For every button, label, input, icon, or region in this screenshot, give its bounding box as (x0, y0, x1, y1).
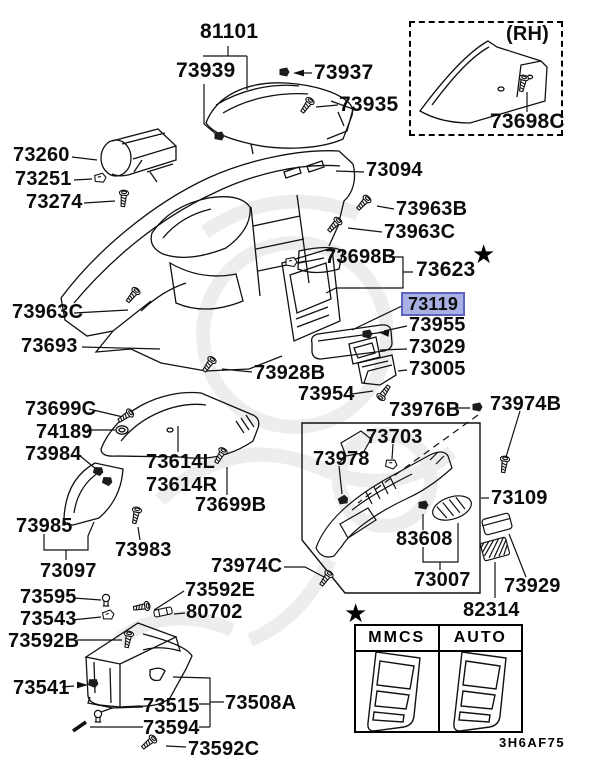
small-parts-drawing (310, 324, 397, 386)
part-label-73963b[interactable]: 73963B (396, 198, 468, 220)
part-label-73541[interactable]: 73541 (13, 677, 70, 699)
variant-table-header: MMCS AUTO (356, 626, 521, 652)
clip-icons (87, 67, 483, 723)
part-label-73508a[interactable]: 73508A (225, 692, 297, 714)
part-label-73963c-right[interactable]: 73963C (384, 221, 456, 243)
part-label-73929[interactable]: 73929 (504, 575, 561, 597)
part-label-73097[interactable]: 73097 (40, 560, 97, 582)
part-label-73274[interactable]: 73274 (26, 191, 83, 213)
part-label-73029[interactable]: 73029 (409, 336, 466, 358)
part-label-73974c[interactable]: 73974C (211, 555, 283, 577)
part-label-73614l[interactable]: 73614L (146, 451, 216, 473)
lower-panel-drawing (315, 430, 472, 558)
part-label-73109[interactable]: 73109 (491, 487, 548, 509)
variant-header-auto: AUTO (453, 629, 507, 646)
lower-panel-box (301, 422, 481, 594)
part-label-73698c[interactable]: 73698C (490, 110, 565, 133)
variant-table: MMCS AUTO (354, 624, 523, 733)
part-label-73007[interactable]: 73007 (414, 569, 471, 591)
rh-inset-box (409, 21, 563, 136)
part-label-73595[interactable]: 73595 (20, 586, 77, 608)
part-label-73983[interactable]: 73983 (115, 539, 172, 561)
part-label-73954[interactable]: 73954 (298, 383, 355, 405)
part-label-73984[interactable]: 73984 (25, 443, 82, 465)
part-label-73592e[interactable]: 73592E (185, 579, 256, 601)
part-label-73935[interactable]: 73935 (339, 93, 399, 116)
vent-lid-drawing (479, 512, 513, 562)
part-label-73005[interactable]: 73005 (409, 358, 466, 380)
variant-cell-auto (440, 652, 522, 731)
part-label-73594[interactable]: 73594 (143, 717, 200, 739)
part-label-73963c-left[interactable]: 73963C (12, 301, 84, 323)
part-label-73623[interactable]: 73623 (416, 258, 476, 281)
part-label-73699c[interactable]: 73699C (25, 398, 97, 420)
part-label-rh: (RH) (506, 23, 550, 45)
part-label-73592c[interactable]: 73592C (188, 738, 260, 760)
star-icon-1: ★ (472, 239, 496, 269)
part-label-83608[interactable]: 83608 (396, 528, 453, 550)
part-label-74189[interactable]: 74189 (36, 421, 93, 443)
part-label-73515[interactable]: 73515 (143, 695, 200, 717)
center-panel-drawing (281, 247, 341, 342)
part-label-73978[interactable]: 73978 (313, 448, 370, 470)
arrow-73541 (77, 681, 88, 689)
part-label-73693[interactable]: 73693 (21, 335, 78, 357)
part-label-73703[interactable]: 73703 (366, 426, 423, 448)
part-label-80702[interactable]: 80702 (186, 601, 243, 623)
part-label-82314[interactable]: 82314 (463, 599, 520, 621)
variant-table-body (356, 652, 521, 731)
part-label-73119[interactable]: 73119 (401, 292, 466, 316)
variant-cell-mmcs (356, 652, 440, 731)
watermark (113, 194, 457, 647)
part-label-73928b[interactable]: 73928B (254, 362, 326, 384)
instrument-panel-drawing (60, 150, 356, 372)
part-label-73592b[interactable]: 73592B (8, 630, 80, 652)
knee-panel-drawing (100, 391, 260, 459)
part-label-73955[interactable]: 73955 (409, 314, 466, 336)
star-icon-2: ★ (344, 598, 368, 628)
part-label-73543[interactable]: 73543 (20, 608, 77, 630)
part-label-73976b[interactable]: 73976B (389, 399, 461, 421)
part-label-73939[interactable]: 73939 (176, 59, 236, 82)
cluster-hood-drawing (205, 82, 354, 155)
leader-lines (43, 46, 528, 748)
part-label-73260[interactable]: 73260 (13, 144, 70, 166)
diagram-code: 3H6AF75 (499, 735, 566, 750)
part-label-73699b[interactable]: 73699B (195, 494, 267, 516)
part-label-73614r[interactable]: 73614R (146, 474, 218, 496)
part-label-73251[interactable]: 73251 (15, 168, 72, 190)
part-label-81101[interactable]: 81101 (200, 20, 259, 43)
variant-header-mmcs: MMCS (356, 626, 440, 650)
part-label-73698b[interactable]: 73698B (325, 246, 397, 268)
box-73260-drawing (100, 128, 177, 183)
arrow-73937 (293, 69, 304, 77)
strip-73594-drawing (72, 720, 87, 733)
part-label-73937[interactable]: 73937 (314, 61, 374, 84)
part-label-73974b[interactable]: 73974B (490, 393, 562, 415)
part-label-73985[interactable]: 73985 (16, 515, 73, 537)
exploded-guide-dashed-line (357, 414, 479, 504)
part-label-73094[interactable]: 73094 (366, 159, 423, 181)
glove-box-drawing (84, 622, 193, 709)
